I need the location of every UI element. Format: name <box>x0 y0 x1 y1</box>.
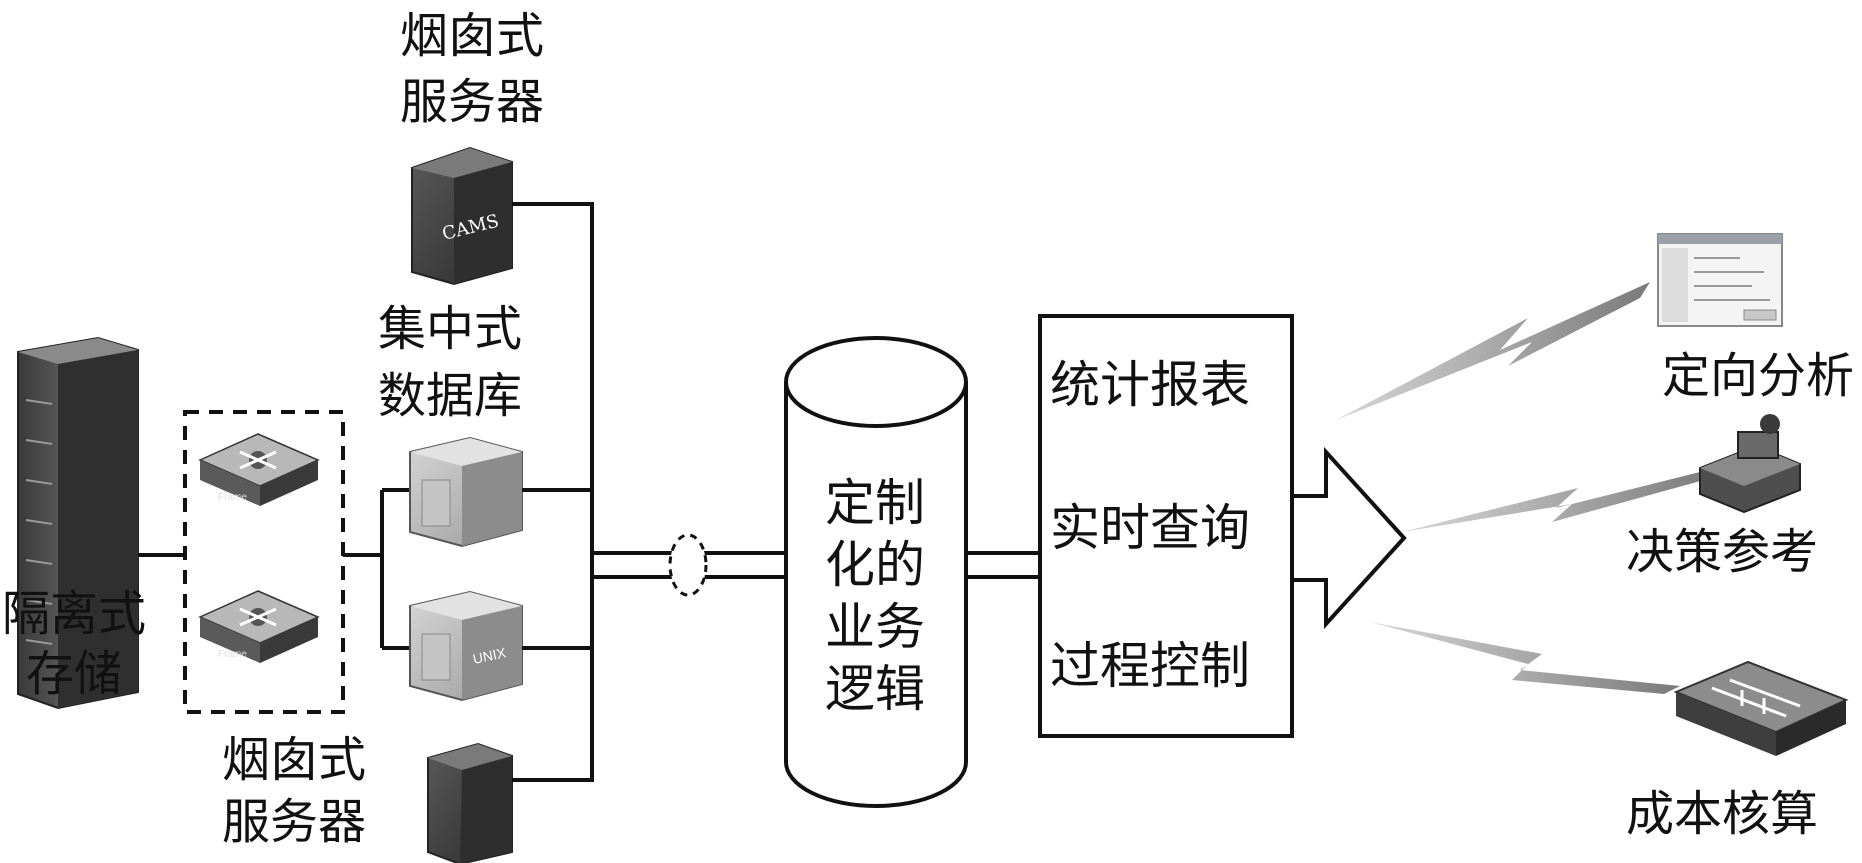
function-statistics-report: 统计报表 <box>1050 356 1250 414</box>
wireless-link-upper <box>1336 282 1650 420</box>
function-box <box>1038 314 1294 738</box>
output-decision-reference: 决策参考 <box>1626 524 1818 580</box>
switch-icon-lower: Frame <box>198 590 320 663</box>
switch-icon-upper: Frame <box>198 433 320 506</box>
storage-rack-icon <box>17 336 139 710</box>
database-icon-unix: UNIX <box>409 590 523 702</box>
storage-label-line2: 存储 <box>26 646 122 702</box>
top-server-icon: CAMS <box>411 146 513 286</box>
unix-tag: UNIX <box>471 644 508 667</box>
switch-tag-upper: Frame <box>218 492 247 503</box>
central-db-label-line2: 数据库 <box>378 368 522 424</box>
logic-label-line2: 化的 <box>825 536 925 594</box>
output-cost-accounting: 成本核算 <box>1626 786 1818 842</box>
logic-label-line4: 逻辑 <box>825 660 925 718</box>
function-realtime-query: 实时查询 <box>1050 499 1250 557</box>
top-server-label-line1: 烟囱式 <box>400 8 544 64</box>
bottom-server-label-line1: 烟囱式 <box>222 732 366 788</box>
top-server-label-line2: 服务器 <box>400 74 544 130</box>
storage-label-line1: 隔离式 <box>2 586 146 642</box>
wireless-link-lower <box>1370 622 1680 694</box>
decision-device-icon <box>1699 414 1801 514</box>
logic-label-line1: 定制 <box>825 474 925 532</box>
wireless-link-middle <box>1402 468 1716 532</box>
output-directed-analysis: 定向分析 <box>1662 348 1854 404</box>
bottom-server-icon <box>427 742 513 863</box>
logic-label-line3: 业务 <box>825 598 925 656</box>
central-db-label-line1: 集中式 <box>378 301 522 357</box>
interface-marker <box>668 533 708 597</box>
bottom-server-label-line2: 服务器 <box>222 794 366 850</box>
switch-tag-lower: Frame <box>218 649 247 660</box>
output-arrow <box>1290 446 1407 630</box>
switch-group-boundary <box>183 410 345 714</box>
cost-switch-icon <box>1673 660 1849 756</box>
analysis-screen-icon <box>1657 233 1783 327</box>
database-icon-upper <box>409 436 523 548</box>
function-process-control: 过程控制 <box>1050 637 1250 695</box>
business-logic-cylinder <box>784 336 968 808</box>
